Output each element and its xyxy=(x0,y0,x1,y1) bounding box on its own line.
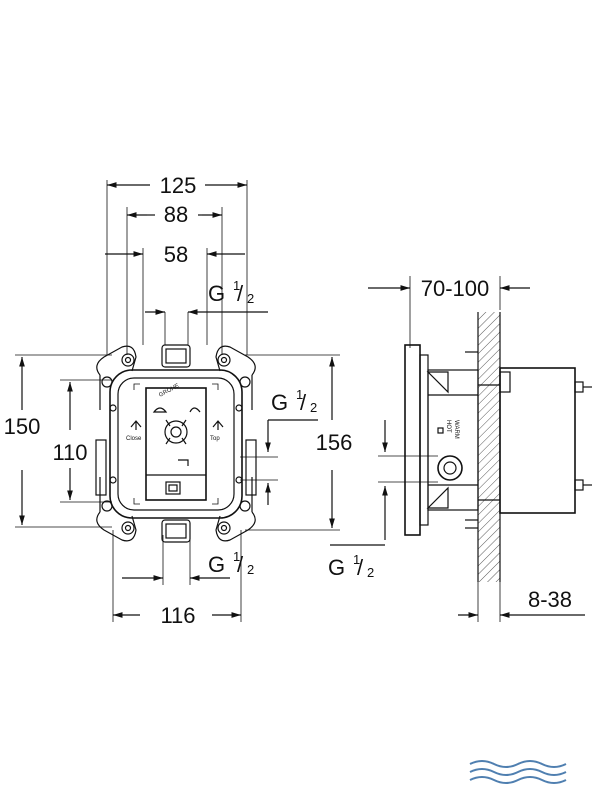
dim-label-88: 88 xyxy=(164,202,188,227)
dim-label-125: 125 xyxy=(160,173,197,198)
mounting-box-front: GROHE Close Top xyxy=(95,344,257,543)
svg-text:2: 2 xyxy=(247,291,254,306)
dim-label-8-38: 8-38 xyxy=(528,587,572,612)
svg-text:G: G xyxy=(208,552,225,577)
svg-text:Close: Close xyxy=(126,436,142,442)
svg-text:/: / xyxy=(237,552,244,577)
dim-label-110: 110 xyxy=(52,440,87,465)
thread-label-bottom: G 1 / 2 xyxy=(122,535,254,585)
thread-label-side: G 1 / 2 xyxy=(328,420,438,580)
side-view: 70-100 xyxy=(328,276,592,622)
dim-125: 125 xyxy=(107,173,247,198)
thread-label-top: G 1 / 2 xyxy=(145,278,268,345)
front-view: 125 88 58 G 1 / 2 xyxy=(0,173,360,628)
svg-text:1: 1 xyxy=(296,387,303,402)
thread-label-right: G 1 / 2 xyxy=(240,387,318,505)
dim-label-58: 58 xyxy=(164,242,188,267)
svg-text:2: 2 xyxy=(247,562,254,577)
dim-116: 116 xyxy=(113,603,241,628)
dim-8-38: 8-38 xyxy=(458,587,585,618)
svg-text:G: G xyxy=(328,555,345,580)
svg-text:2: 2 xyxy=(367,565,374,580)
dim-150: 150 xyxy=(0,357,48,525)
svg-text:HOT: HOT xyxy=(445,420,451,433)
svg-text:G: G xyxy=(208,281,225,306)
water-waves-icon xyxy=(469,760,567,784)
dim-label-150: 150 xyxy=(4,414,41,439)
svg-text:G: G xyxy=(271,390,288,415)
svg-text:WARM: WARM xyxy=(453,420,459,439)
dim-label-70-100: 70-100 xyxy=(421,276,490,301)
svg-text:2: 2 xyxy=(310,400,317,415)
dim-label-156: 156 xyxy=(316,430,353,455)
brand-logo-text: GROHE xyxy=(158,383,180,399)
svg-text:1: 1 xyxy=(353,552,360,567)
svg-text:1: 1 xyxy=(233,278,240,293)
dim-110: 110 xyxy=(46,382,94,500)
dim-70-100: 70-100 xyxy=(368,276,530,301)
svg-text:/: / xyxy=(357,555,364,580)
wall-section xyxy=(478,312,500,582)
dim-88: 88 xyxy=(127,202,222,227)
mounting-box-side: WARM HOT xyxy=(404,344,592,536)
svg-text:1: 1 xyxy=(233,549,240,564)
dim-label-116: 116 xyxy=(160,603,195,628)
dim-156: 156 xyxy=(306,357,360,528)
svg-text:/: / xyxy=(300,390,307,415)
dim-58: 58 xyxy=(105,242,245,267)
svg-text:Top: Top xyxy=(210,436,220,442)
svg-text:/: / xyxy=(237,281,244,306)
